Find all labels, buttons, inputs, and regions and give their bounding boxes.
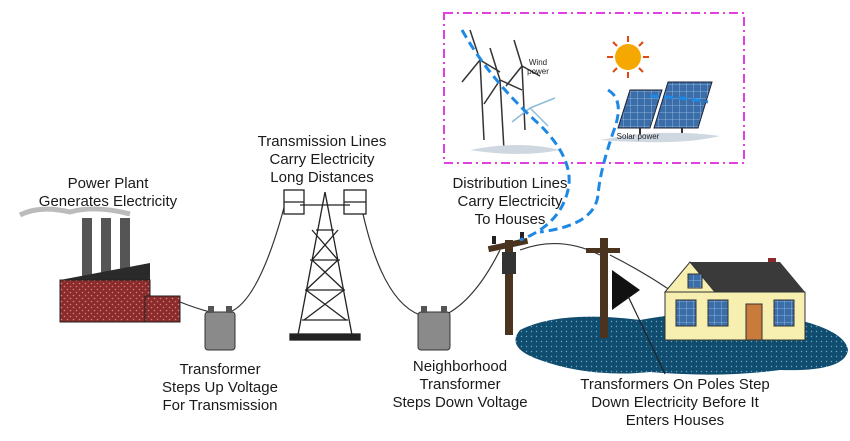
transformer-icon (204, 306, 236, 351)
power-plant-label: Power Plant Generates Electricity (38, 175, 178, 210)
pole-transformers-label: Transformers On Poles Step Down Electric… (580, 376, 770, 429)
neighborhood-transformer-label: Neighborhood Transformer Steps Down Volt… (392, 358, 528, 411)
power-lines (179, 199, 671, 316)
factory-icon (18, 206, 181, 323)
renewables-box (443, 12, 745, 164)
utility-pole-transformer-icon (586, 238, 640, 338)
wind-power-label: Wind power (527, 58, 549, 76)
house-icon (663, 258, 806, 341)
renewable-feed-lines (460, 29, 709, 242)
distribution-lines-label: Distribution Lines Carry Electricity To … (452, 175, 568, 228)
sun-icon (607, 36, 649, 78)
neighborhood-transformer-icon (417, 306, 451, 351)
step-up-transformer-label: Transformer Steps Up Voltage For Transmi… (162, 361, 278, 414)
pole-label-pointer (627, 295, 666, 375)
transmission-lines-label: Transmission Lines Carry Electricity Lon… (257, 133, 387, 186)
utility-pole-icon (487, 232, 529, 335)
solar-power-label: Solar power (616, 132, 660, 141)
wind-turbine-icon (461, 29, 556, 151)
wind-shadow (470, 145, 560, 154)
transmission-tower-icon (283, 189, 367, 341)
solar-panel-icon (600, 81, 720, 143)
